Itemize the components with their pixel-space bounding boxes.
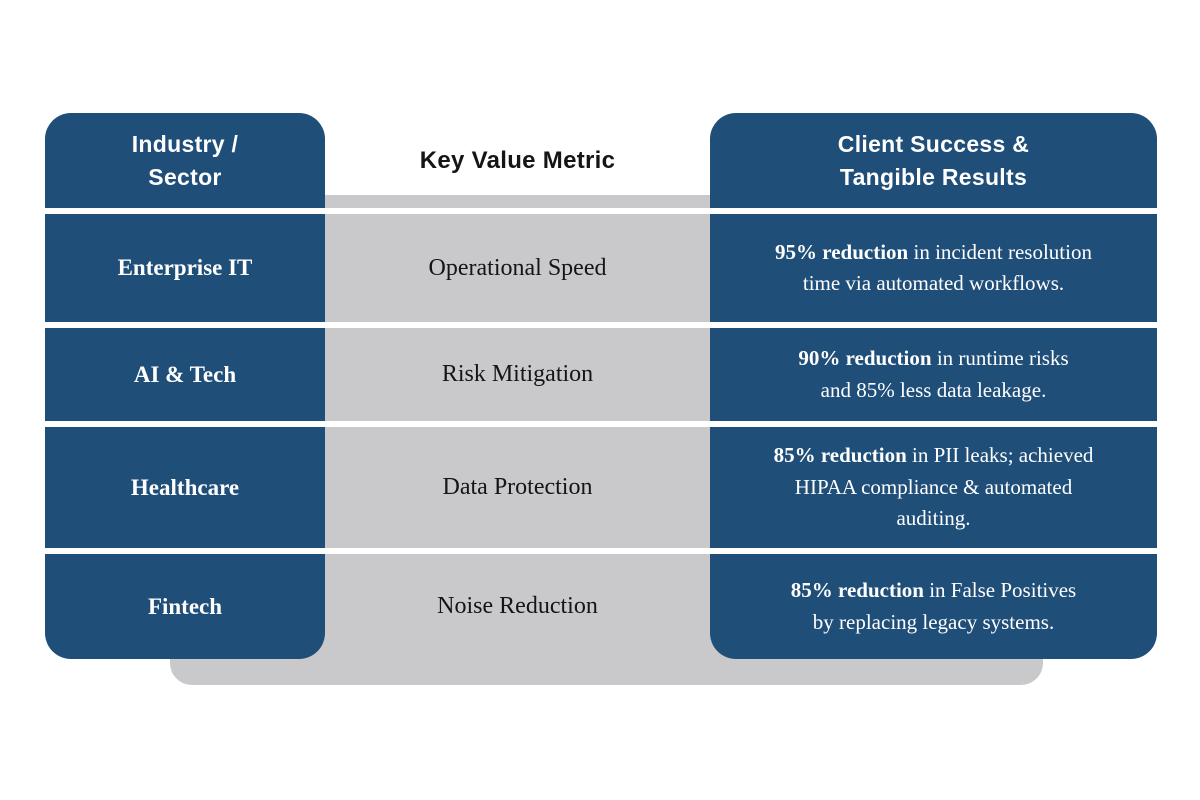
table-row-2-result-cell: 90% reduction in runtime risks and 85% l… xyxy=(710,328,1157,421)
table-row-3-result-cell: 85% reduction in PII leaks; achieved HIP… xyxy=(710,427,1157,548)
row-divider xyxy=(45,421,1157,427)
result-lead: 95% reduction xyxy=(775,239,909,264)
results-column-background xyxy=(710,113,1157,659)
industry-value: Fintech xyxy=(147,593,223,619)
result-rest: in incident resolution time via automate… xyxy=(802,239,1092,296)
header-results-label: Client Success & Tangible Results xyxy=(837,131,1030,190)
table-row-3-metric-cell: Data Protection xyxy=(325,427,710,548)
table-row-2-metric-cell: Risk Mitigation xyxy=(325,328,710,421)
result-rest: in False Positives by replacing legacy s… xyxy=(812,578,1077,634)
result-value: 85% reduction in False Positives by repl… xyxy=(781,575,1086,638)
header-metric-label: Key Value Metric xyxy=(419,146,616,174)
table-row-2-industry-cell: AI & Tech xyxy=(45,328,325,421)
industry-value: AI & Tech xyxy=(133,361,237,387)
header-cell-industry: Industry / Sector xyxy=(45,113,325,208)
table-row-1-metric-cell: Operational Speed xyxy=(325,214,710,322)
result-value: 85% reduction in PII leaks; achieved HIP… xyxy=(764,440,1104,535)
result-rest: in runtime risks and 85% less data leaka… xyxy=(820,346,1069,402)
metric-value: Operational Speed xyxy=(428,254,607,281)
result-lead: 90% reduction xyxy=(798,346,932,370)
metric-value: Data Protection xyxy=(442,474,593,500)
table-row-4-result-cell: 85% reduction in False Positives by repl… xyxy=(710,554,1157,659)
table-row-1-result-cell: 95% reduction in incident resolution tim… xyxy=(710,214,1157,322)
header-industry-label: Industry / Sector xyxy=(131,131,239,190)
industry-value: Enterprise IT xyxy=(117,255,253,280)
header-cell-metric: Key Value Metric xyxy=(325,113,710,208)
metric-value: Risk Mitigation xyxy=(441,361,594,387)
table-row-4-industry-cell: Fintech xyxy=(45,554,325,659)
result-lead: 85% reduction xyxy=(790,578,924,602)
result-lead: 85% reduction xyxy=(773,443,907,468)
table-row-3-industry-cell: Healthcare xyxy=(45,427,325,548)
result-value: 90% reduction in runtime risks and 85% l… xyxy=(788,343,1078,406)
row-divider xyxy=(45,208,1157,214)
result-rest: in PII leaks; achieved HIPAA compliance … xyxy=(794,443,1094,531)
row-divider xyxy=(45,548,1157,554)
header-cell-results: Client Success & Tangible Results xyxy=(710,113,1157,208)
industry-value: Healthcare xyxy=(130,474,240,500)
table-row-4-metric-cell: Noise Reduction xyxy=(325,554,710,659)
row-divider xyxy=(45,322,1157,328)
table-row-1-industry-cell: Enterprise IT xyxy=(45,214,325,322)
industry-column-background xyxy=(45,113,325,659)
result-value: 95% reduction in incident resolution tim… xyxy=(765,237,1102,300)
metric-value: Noise Reduction xyxy=(437,593,598,619)
